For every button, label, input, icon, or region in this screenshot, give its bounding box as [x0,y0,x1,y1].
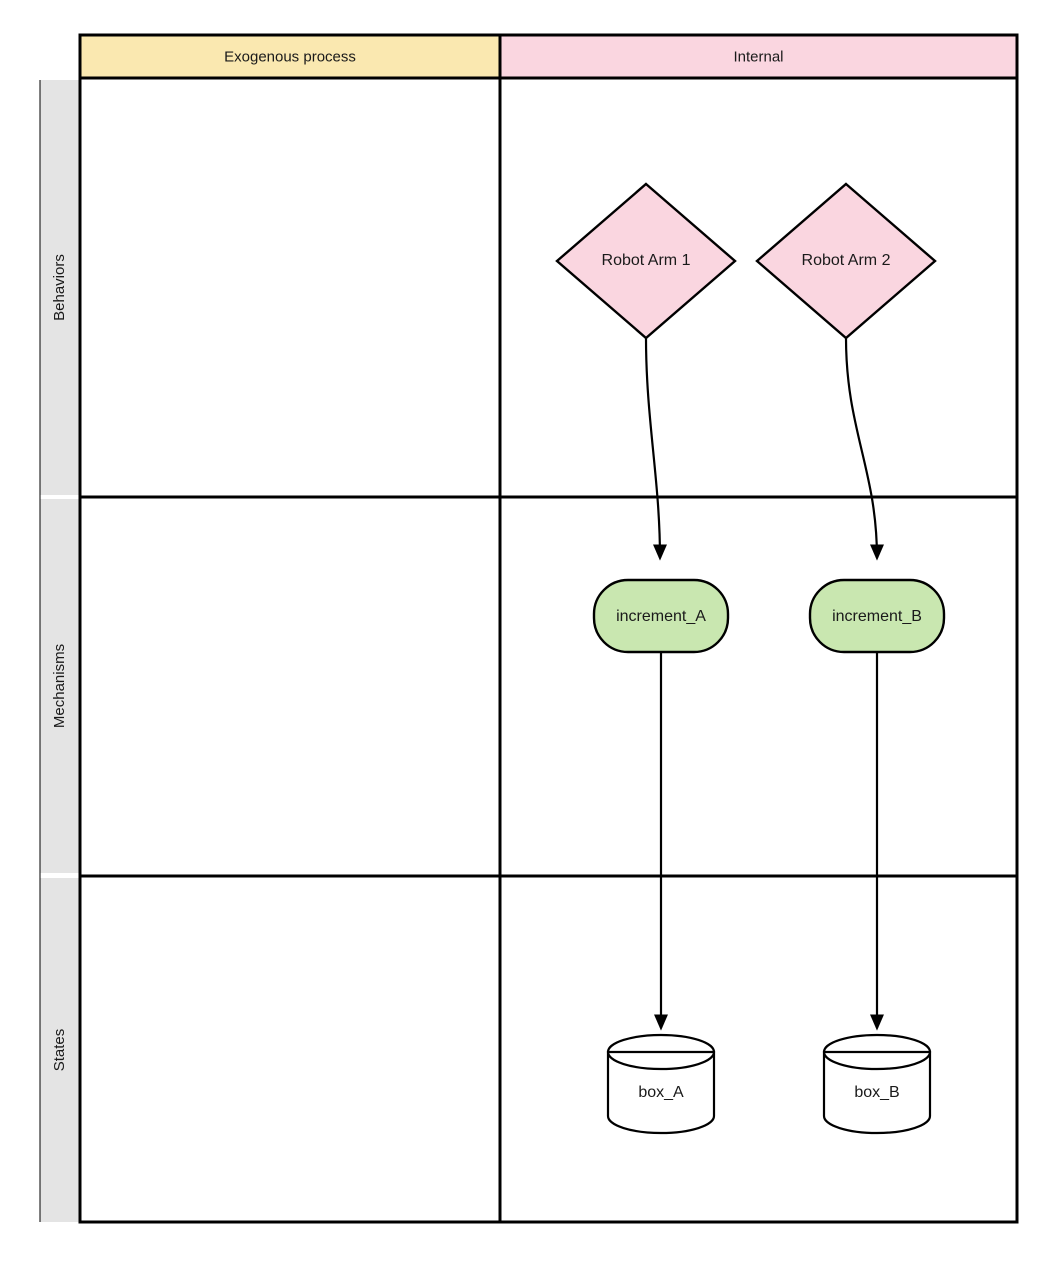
connectors [644,337,885,1031]
column-header-internal-label: Internal [733,48,783,65]
row-header-behaviors-bg [40,80,80,495]
node-box-b[interactable]: box_B [822,1033,932,1135]
node-robot-arm-2[interactable]: Robot Arm 2 [755,182,937,340]
edge-robot-arm-1-to-increment-a [644,337,668,561]
row-header-behaviors-label: Behaviors [51,254,68,321]
edge-robot-arm-2-to-increment-b [844,337,885,561]
column-header-internal[interactable]: Internal [498,33,1019,80]
node-box-a-body [606,1050,716,1135]
column-header-exogenous[interactable]: Exogenous process [78,33,502,80]
node-box-a-top [606,1033,716,1071]
node-increment-b[interactable]: increment_B [808,578,946,654]
row-header-states-bg [40,878,80,1222]
node-robot-arm-1-label: Robot Arm 1 [602,252,691,269]
grid-outer-frame [78,76,1019,1224]
node-box-b-label: box_B [854,1084,899,1101]
node-robot-arm-2-diamond [755,182,937,340]
row-header-states[interactable]: States [40,878,80,1222]
swimlane-grid [39,76,1019,1224]
row-header-mechanisms-label: Mechanisms [51,644,68,728]
row-header-mechanisms-bg [40,499,80,873]
node-increment-b-label: increment_B [832,608,922,625]
column-header-exogenous-label: Exogenous process [224,48,356,65]
node-increment-b-box [808,578,946,654]
node-robot-arm-1-diamond [555,182,737,340]
node-box-a[interactable]: box_A [606,1033,716,1135]
node-robot-arm-1[interactable]: Robot Arm 1 [555,182,737,340]
node-robot-arm-2-label: Robot Arm 2 [802,252,891,269]
row-header-behaviors[interactable]: Behaviors [40,80,80,495]
row-headers: Behaviors Mechanisms States [40,80,80,1222]
row-header-mechanisms[interactable]: Mechanisms [40,499,80,873]
node-increment-a-box [592,578,730,654]
column-headers: Exogenous process Internal [78,33,1019,80]
node-box-b-top [822,1033,932,1071]
node-increment-a-label: increment_A [616,608,706,625]
node-increment-a[interactable]: increment_A [592,578,730,654]
node-box-b-body [822,1050,932,1135]
node-box-a-label: box_A [638,1084,684,1101]
column-header-exogenous-bg [78,33,502,80]
row-header-states-label: States [51,1029,68,1072]
